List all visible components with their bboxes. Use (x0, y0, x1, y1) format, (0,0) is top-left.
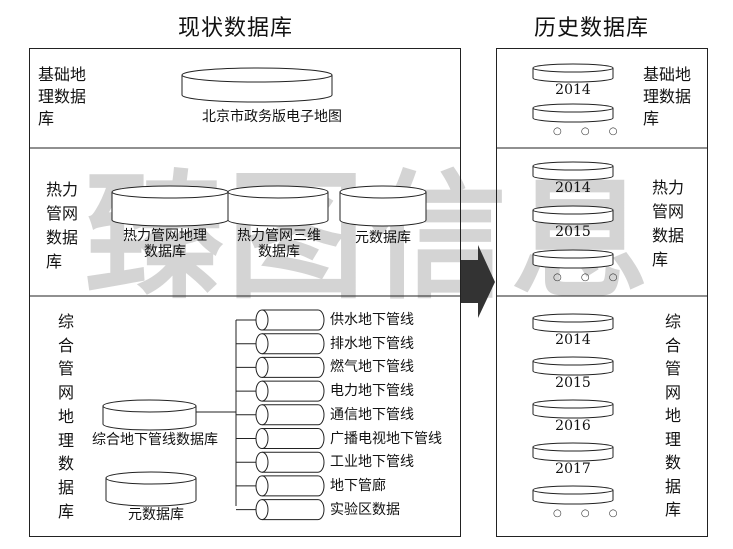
beijing-map-db-label: 北京市政务版电子地图 (202, 109, 342, 125)
history-year-label: 2017 (555, 461, 591, 477)
utility-network-label: 综 合 管 网 地 理 数 据 库 (57, 312, 74, 521)
pipe-db-cylinder (255, 428, 325, 449)
heat-3d-db-label: 热力管网三维 数据库 (237, 228, 321, 260)
pipe-db-cylinder (255, 309, 325, 331)
pipe-db-cylinder (255, 356, 325, 378)
pipe-db-cylinder (255, 404, 325, 426)
history-more-dots: ○ ○ ○ (553, 272, 626, 283)
base-geo-label: 基础地 理数据 库 (38, 65, 87, 128)
history-utility-label: 综 合 管 网 地 理 数 据 库 (664, 312, 681, 519)
pipe-db-cylinder (255, 475, 325, 497)
history-more-dots: ○ ○ ○ (553, 126, 626, 137)
heat-meta-db-label: 元数据库 (355, 230, 411, 246)
history-heat-cylinder (532, 205, 614, 225)
pipe-db-label: 供水地下管线 (330, 312, 414, 328)
pipe-db-cylinder (255, 380, 325, 402)
pipe-db-label: 广播电视地下管线 (330, 430, 442, 447)
utility-meta-db-cylinder (105, 471, 197, 507)
history-year-label: 2014 (555, 180, 591, 196)
current-db-title: 现状数据库 (178, 16, 294, 41)
history-year-label: 2015 (555, 224, 591, 240)
history-heat-cylinder (532, 161, 614, 181)
pipe-db-label: 电力地下管线 (330, 383, 414, 400)
flow-arrow (461, 245, 495, 318)
pipe-db-cylinder (255, 333, 325, 355)
history-base-cylinder (532, 103, 614, 123)
history-heat-cylinder (532, 249, 614, 269)
pipe-db-label: 实验区数据 (330, 501, 400, 518)
history-more-dots: ○ ○ ○ (553, 508, 626, 519)
history-year-label: 2014 (555, 82, 591, 98)
history-utility-cylinder (532, 313, 614, 333)
history-db-panel (496, 48, 708, 537)
history-utility-cylinder (532, 356, 614, 376)
utility-main-db-cylinder (102, 399, 197, 431)
history-utility-cylinder (532, 485, 614, 505)
heat-3d-db-cylinder (227, 185, 329, 227)
utility-meta-db-label: 元数据库 (128, 507, 184, 523)
pipe-db-label: 工业地下管线 (330, 454, 414, 471)
pipe-db-label: 地下管廊 (330, 477, 386, 494)
pipe-db-label: 通信地下管线 (330, 406, 414, 423)
history-db-title: 历史数据库 (534, 16, 650, 41)
history-heat-label: 热力 管网 数据 库 (652, 178, 685, 269)
pipe-db-label: 燃气地下管线 (330, 359, 414, 376)
history-year-label: 2016 (555, 418, 591, 434)
utility-main-db-label: 综合地下管线数据库 (92, 432, 218, 448)
history-base-cylinder (532, 63, 614, 83)
heat-network-label: 热力 管网 数据 库 (46, 180, 79, 271)
heat-geo-db-label: 热力管网地理 数据库 (123, 228, 207, 260)
heat-geo-db-cylinder (111, 185, 229, 227)
beijing-map-db-cylinder (181, 67, 333, 103)
pipe-db-cylinder (255, 451, 325, 473)
history-utility-cylinder (532, 399, 614, 419)
pipe-db-cylinder (255, 499, 325, 521)
history-year-label: 2015 (555, 375, 591, 391)
history-base-label: 基础地 理数据 库 (643, 65, 692, 128)
pipe-db-label: 排水地下管线 (330, 335, 414, 352)
history-utility-cylinder (532, 442, 614, 462)
current-db-panel (29, 48, 461, 537)
heat-meta-db-cylinder (339, 185, 427, 227)
history-year-label: 2014 (555, 332, 591, 348)
